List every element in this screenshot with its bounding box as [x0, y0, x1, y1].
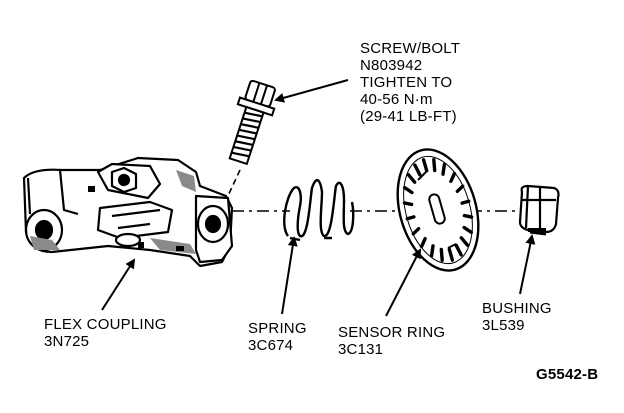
flex-coupling-name: FLEX COUPLING: [44, 316, 167, 333]
spring-callout: SPRING 3C674: [248, 320, 307, 354]
sensor-ring-tooth: [406, 172, 417, 184]
sensor-ring-tooth: [449, 171, 457, 184]
sensor-ring-tooth: [419, 236, 427, 249]
bushing-leader: [519, 234, 536, 295]
sensor-ring-illustration: [396, 148, 480, 272]
flex-coupling-leader: [101, 258, 136, 311]
figure-id: G5542-B: [536, 366, 599, 383]
sensor-ring-tooth: [447, 247, 455, 262]
screw-title: SCREW/BOLT: [360, 40, 461, 57]
spring-illustration: [283, 179, 355, 242]
flex-coupling-illustration: [22, 156, 234, 268]
spring-name: SPRING: [248, 320, 307, 337]
sensor-ring-tooth: [439, 247, 444, 262]
sensor-ring-tooth: [441, 162, 447, 176]
sensor-ring-name: SENSOR RING: [338, 324, 446, 341]
sensor-ring-part-number: 3C131: [338, 341, 384, 358]
sensor-ring-tooth: [411, 226, 421, 236]
sensor-ring-tooth: [429, 244, 435, 258]
screw-torque-instruction: TIGHTEN TO: [360, 74, 453, 91]
sensor-ring-tooth: [455, 184, 465, 194]
sensor-ring-tooth: [403, 185, 414, 195]
screw-torque-metric: 40-56 N·m: [360, 91, 433, 108]
screw-torque-imperial: (29-41 LB-FT): [360, 108, 457, 125]
sensor-ring-tooth: [432, 157, 437, 173]
sensor-ring-tooth: [405, 215, 416, 221]
screw-callout: SCREW/BOLT N803942 TIGHTEN TO 40-56 N·m …: [360, 40, 460, 125]
flex-coupling-part-number: 3N725: [44, 333, 90, 350]
bushing-part-number: 3L539: [482, 317, 525, 334]
sensor-ring-callout: SENSOR RING 3C131: [338, 324, 445, 358]
sensor-ring-tooth: [459, 236, 470, 248]
screw-leader: [274, 79, 349, 103]
leader-arrows: [101, 79, 536, 317]
bushing-illustration: [518, 184, 560, 236]
bushing-name: BUSHING: [482, 300, 552, 317]
sensor-ring-tooth: [413, 163, 422, 177]
sensor-ring-tooth: [454, 243, 463, 257]
spring-part-number: 3C674: [248, 337, 294, 354]
sensor-ring-leader: [385, 248, 421, 317]
flex-coupling-callout: FLEX COUPLING 3N725: [44, 316, 167, 350]
sensor-ring-tooth: [402, 201, 414, 207]
sensor-ring-tooth: [460, 199, 471, 205]
sensor-ring-tooth: [421, 158, 429, 173]
sensor-ring-tooth: [462, 225, 473, 235]
screw-bolt-illustration: [228, 79, 276, 166]
screw-part-number: N803942: [360, 57, 423, 74]
sensor-ring-tooth: [462, 213, 474, 219]
bushing-callout: BUSHING 3L539: [482, 300, 552, 334]
spring-leader: [281, 236, 298, 315]
